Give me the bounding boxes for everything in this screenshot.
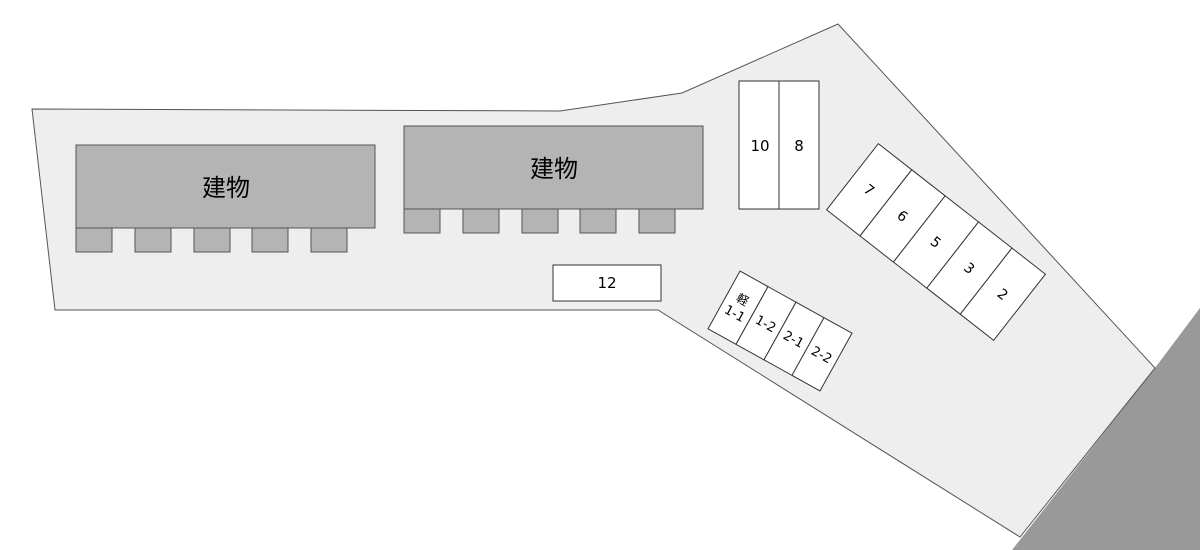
building-2: 建物	[403, 125, 704, 234]
parking-space-2-2[interactable]	[791, 316, 853, 392]
parking-space-2[interactable]	[959, 247, 1047, 342]
building-2-units	[403, 208, 676, 234]
building-1: 建物	[75, 144, 376, 253]
parking-space-10-label: 10	[750, 137, 769, 155]
parking-row-diagonal: 7 6 5 3 2	[825, 142, 1047, 342]
parking-space-12-group: 12	[552, 264, 662, 302]
building-1-label: 建物	[202, 174, 250, 202]
road-area	[1012, 308, 1200, 550]
parking-row-compact: 軽 1-1 1-2 2-1 2-2	[707, 270, 853, 392]
parking-space-12[interactable]	[552, 264, 662, 302]
parking-space-12-label: 12	[597, 274, 616, 292]
compact-tag-label: 軽	[734, 291, 751, 309]
parking-space-8[interactable]	[778, 80, 820, 210]
parking-pair-top: 10 8	[738, 80, 820, 210]
building-2-label: 建物	[530, 155, 578, 183]
parking-space-8-label: 8	[794, 137, 804, 155]
building-1-units	[75, 227, 348, 253]
